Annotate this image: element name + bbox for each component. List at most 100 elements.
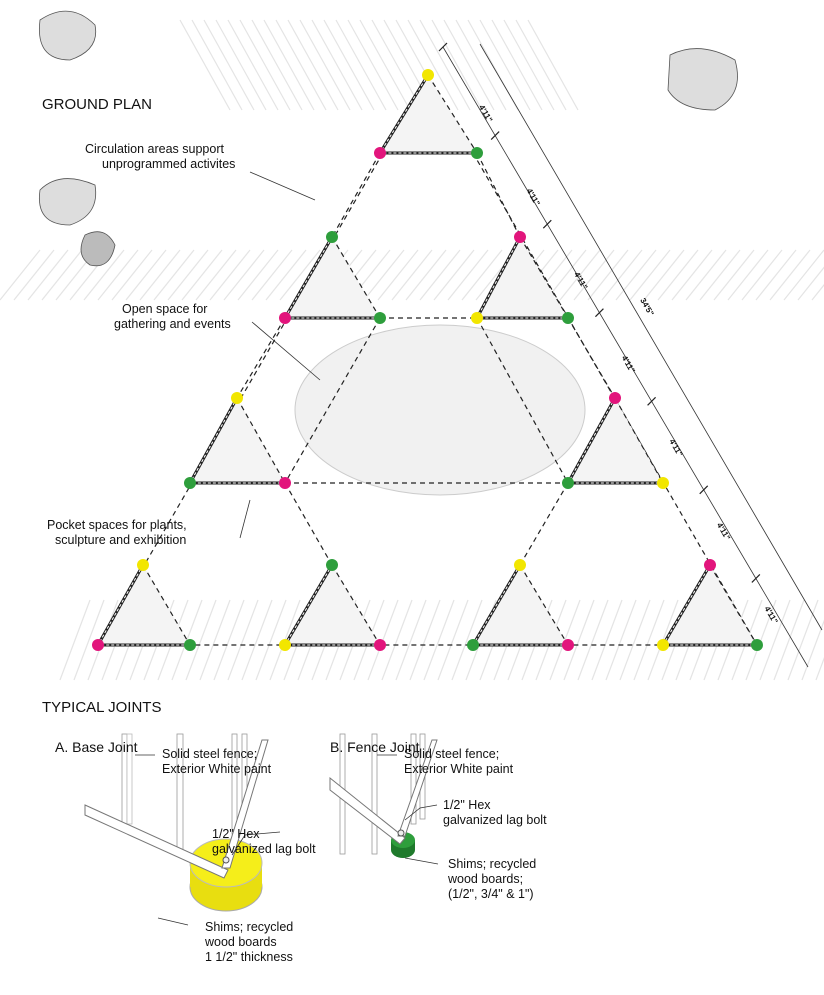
fence-bar (265, 249, 307, 301)
pocket-space (285, 237, 380, 318)
base-joint-title: A. Base Joint (55, 739, 138, 755)
fence-bar (111, 249, 153, 301)
pocket-edge (709, 564, 758, 646)
pocket-edge (614, 397, 664, 484)
fence-bar (153, 249, 195, 301)
fence-bar (451, 599, 483, 681)
fence-bar (559, 249, 601, 301)
joint-marker-pink (279, 312, 291, 324)
fence-bar (255, 599, 287, 681)
callout-open-space: Open space for (122, 302, 207, 316)
fence-bar (299, 19, 351, 111)
fence-bar (671, 249, 713, 301)
fence-shim-label: Shims; recycled (448, 857, 536, 871)
base-joint-drawing (84, 733, 281, 926)
fence-bar (251, 19, 303, 111)
fence-segment-inner (284, 236, 380, 319)
dimension-tick (438, 42, 448, 52)
dimension-tick (542, 219, 552, 229)
pocket-space (190, 398, 285, 483)
fence-bar (419, 249, 461, 301)
dimension-segment-label: 4'11" (667, 438, 684, 459)
open-space-area (294, 324, 586, 496)
base-fence-label: Solid steel fence; (162, 747, 257, 761)
fence-bar (443, 19, 495, 111)
fence-bar (279, 249, 321, 301)
pocket-space (663, 565, 757, 645)
fence-bar (811, 284, 824, 301)
fence-bar (97, 249, 139, 301)
pocket-edge (142, 564, 191, 646)
fence-bar (801, 619, 824, 681)
joint-marker-pink (374, 639, 386, 651)
fence-bar (447, 249, 489, 301)
fence-bar (755, 249, 797, 301)
base-shim-label-3: 1 1/2" thickness (205, 950, 293, 964)
fence-bar (503, 19, 555, 111)
fence-bar (381, 599, 413, 681)
fence-bolt-label-2: galvanized lag bolt (443, 813, 547, 827)
fence-bar (515, 19, 567, 111)
dimension-segment-label: 4'11" (525, 187, 542, 208)
fence-bar (587, 249, 629, 301)
fence-bar (745, 599, 777, 681)
fence-shim-label-3: (1/2", 3/4" & 1") (448, 887, 534, 901)
dimension-tick (751, 574, 761, 583)
joint-marker-green (184, 639, 196, 651)
fence-bar (431, 19, 483, 111)
pocket-space (285, 565, 380, 645)
callout-pocket: Pocket spaces for plants, (47, 518, 187, 532)
fence-bar (311, 19, 363, 111)
joint-marker-green (467, 639, 479, 651)
joint-marker-pink (514, 231, 526, 243)
fence-bar (323, 19, 375, 111)
fence-bolt-label: 1/2" Hex (443, 798, 491, 812)
fence-bar (203, 19, 255, 111)
callout-open-space-2: gathering and events (114, 317, 231, 331)
fence-bar (787, 599, 819, 681)
pocket-space (477, 237, 568, 318)
joint-marker-yellow (514, 559, 526, 571)
joint-markers (92, 69, 763, 651)
joint-marker-pink (562, 639, 574, 651)
fence-bar (423, 599, 455, 681)
fence-bar (251, 249, 293, 301)
fence-bar (491, 19, 543, 111)
fence-bar (227, 19, 279, 111)
fence-bar (223, 249, 265, 301)
fence-bar (419, 19, 471, 111)
dimension-segment-label: 4'11" (762, 605, 779, 626)
fence-bar (797, 266, 824, 301)
joint-marker-yellow (657, 639, 669, 651)
fence-bar (685, 249, 727, 301)
pocket-edge (236, 397, 286, 484)
fence-bar (139, 249, 181, 301)
dimension-lines (442, 43, 823, 668)
ground-plan-title: GROUND PLAN (42, 96, 152, 113)
pocket-space (380, 75, 477, 153)
fence-bar (391, 249, 433, 301)
joint-marker-green (326, 231, 338, 243)
base-shim-label: Shims; recycled (205, 920, 293, 934)
dimension-tick (699, 485, 709, 495)
fence-bar (377, 249, 419, 301)
fence-bar (213, 599, 245, 681)
fence-bar (815, 656, 824, 681)
fence-bar (241, 599, 273, 681)
fence-bar (199, 599, 231, 681)
fence-bar (195, 249, 237, 301)
fence-bar (125, 249, 167, 301)
dimension-total-label: 34'5" (638, 297, 655, 318)
joint-marker-green (326, 559, 338, 571)
pocket-space-triangles (95, 74, 758, 647)
fence-bar (577, 599, 609, 681)
fence-bar (713, 249, 755, 301)
typical-joints-title: TYPICAL JOINTS (42, 699, 161, 716)
joint-marker-green (562, 477, 574, 489)
fence-bar (83, 249, 125, 301)
fence-bar (359, 19, 411, 111)
fence-bar (759, 599, 791, 681)
fence-bar (239, 19, 291, 111)
fence-bar (209, 249, 251, 301)
tree-icon (38, 10, 738, 267)
